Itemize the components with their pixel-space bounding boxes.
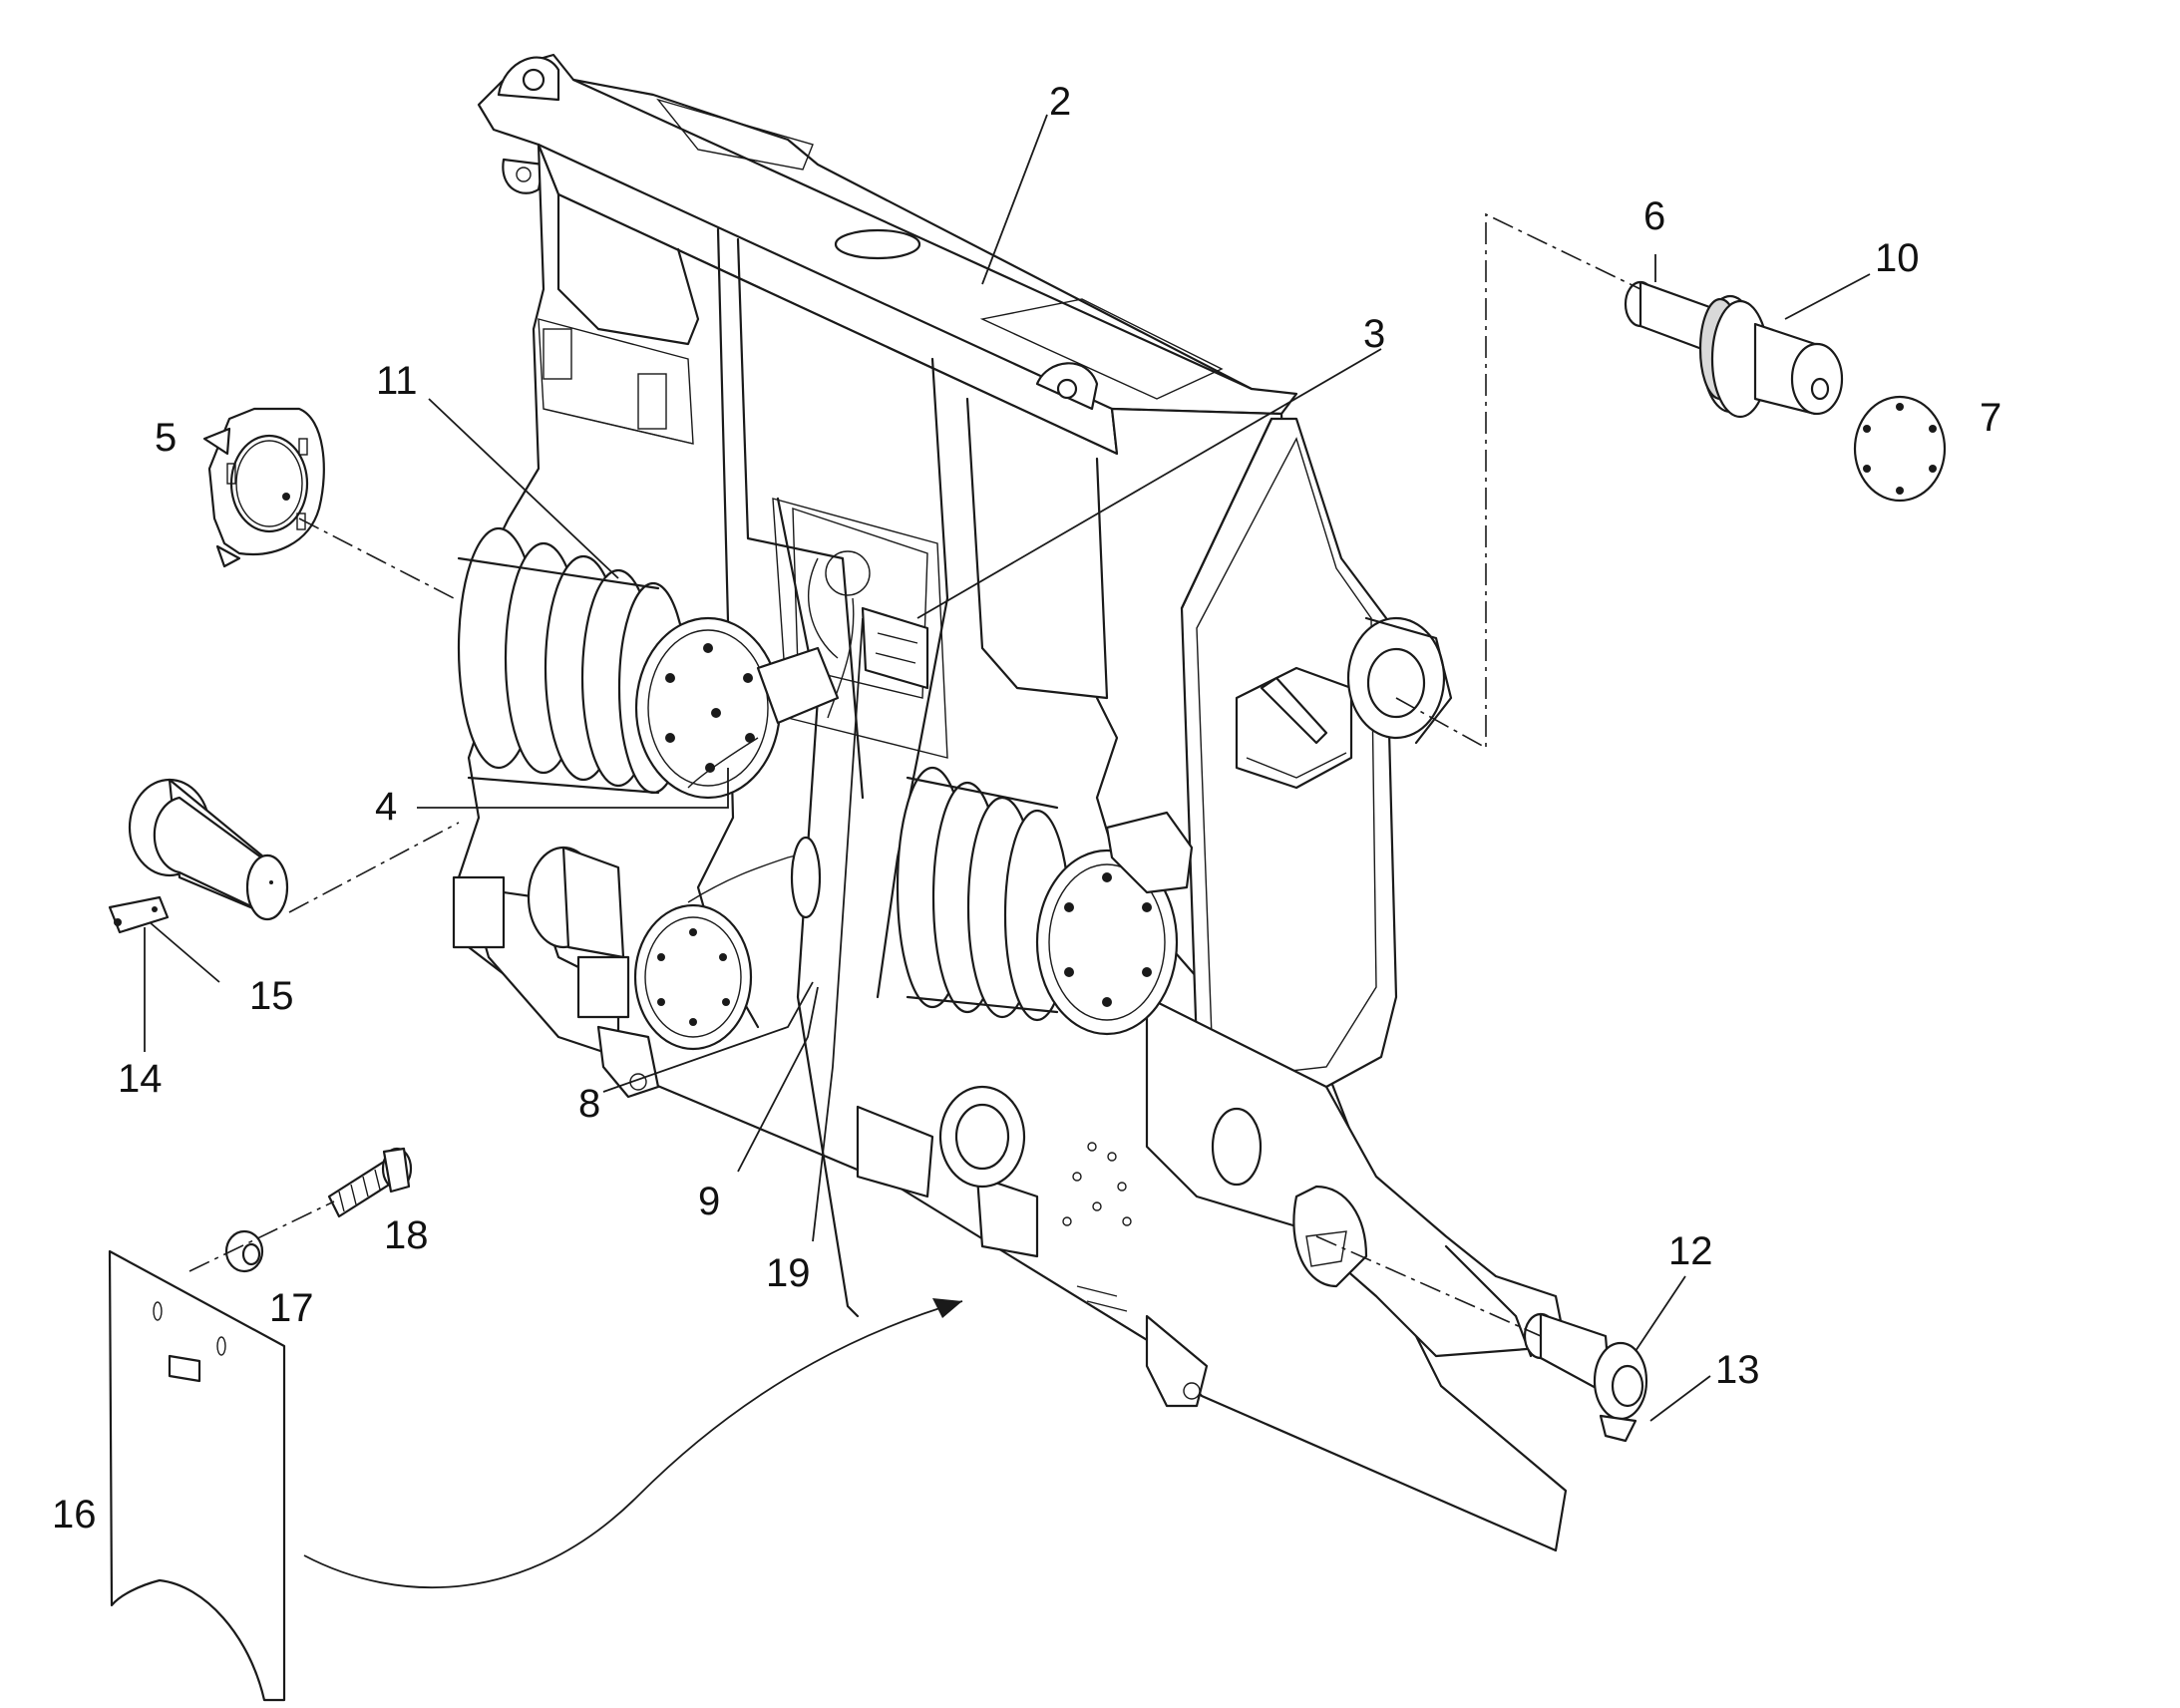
- left-bellows-cylinder: [457, 526, 840, 800]
- part-6-pin: [1624, 280, 1717, 356]
- part-12-pin: [1523, 1312, 1648, 1421]
- part-15-pin: [128, 778, 289, 921]
- part-10-seal-rings: [1698, 294, 1844, 419]
- callout-8: 8: [578, 1082, 600, 1126]
- callout-9: 9: [698, 1180, 720, 1223]
- part-14-lock-plate: [108, 895, 170, 934]
- callout-10: 10: [1875, 236, 1920, 280]
- mounting-holes: [1062, 1142, 1132, 1226]
- callout-2: 2: [1049, 80, 1071, 124]
- callout-11: 11: [376, 359, 418, 403]
- callout-4: 4: [375, 785, 397, 829]
- part-16-cover-plate: [108, 1249, 286, 1702]
- callout-7: 7: [1980, 396, 2001, 440]
- callout-18: 18: [384, 1213, 429, 1257]
- part-18-bolt: [327, 1147, 413, 1218]
- callout-6: 6: [1643, 194, 1665, 238]
- callout-19: 19: [766, 1251, 811, 1295]
- callout-17: 17: [269, 1286, 314, 1330]
- callout-3: 3: [1363, 312, 1385, 356]
- part-17-washer: [224, 1229, 264, 1273]
- callout-15: 15: [249, 974, 294, 1018]
- callout-13: 13: [1715, 1348, 1760, 1392]
- part-7-cover-disc: [1853, 395, 1947, 503]
- callout-12: 12: [1668, 1229, 1713, 1273]
- leader-lines: [144, 114, 1871, 1422]
- callout-labels: 2 3 4 5 6 7 8 9 10 11 12 13 14 15 16 17 …: [52, 80, 2001, 1537]
- part-13-lock-tab: [1599, 1414, 1637, 1443]
- right-bellows-cylinder: [896, 766, 1194, 1189]
- lower-left-bearing: [527, 836, 822, 1051]
- callout-14: 14: [118, 1057, 163, 1101]
- callout-16: 16: [52, 1493, 97, 1537]
- part-5-flange-plate: [202, 407, 325, 568]
- assembly-axes: [188, 212, 1641, 1589]
- callout-5: 5: [155, 416, 177, 460]
